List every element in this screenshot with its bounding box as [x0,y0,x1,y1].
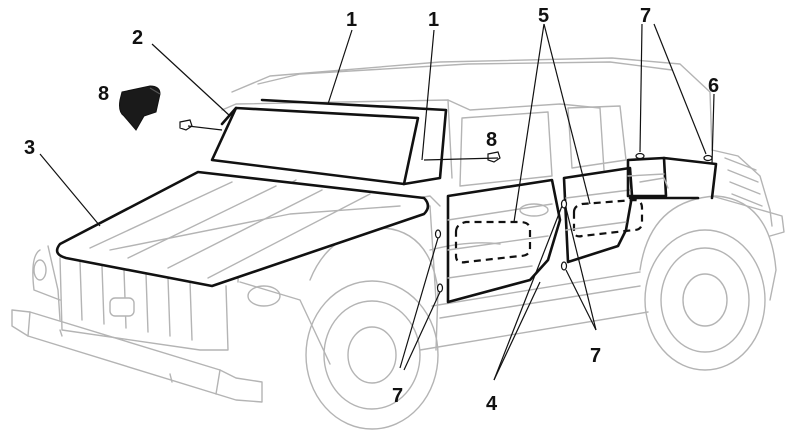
leader-lines [39,23,715,381]
callout-1-left: 1 [346,9,357,31]
bumper-stop-icon [119,85,161,131]
small-stop-icon-b [487,151,501,163]
callout-1-right: 1 [428,9,439,31]
callout-4: 4 [486,393,498,415]
callout-2: 2 [132,27,143,49]
callout-7-top: 7 [640,5,651,27]
callout-8-left: 8 [98,83,109,105]
callout-7-lower-left: 7 [392,385,403,407]
rear-door-panel [562,166,644,264]
vehicle-body [11,57,785,430]
callout-5: 5 [538,5,549,27]
windshield-seal [210,98,448,186]
callout-7-lower-right: 7 [590,345,601,367]
small-stop-icon-a [179,119,193,131]
callout-6: 6 [708,75,719,97]
callout-3: 3 [24,137,35,159]
hood [55,170,430,288]
callout-8-right: 8 [486,129,497,151]
rear-quarter-door [626,156,718,200]
front-door [446,178,562,304]
